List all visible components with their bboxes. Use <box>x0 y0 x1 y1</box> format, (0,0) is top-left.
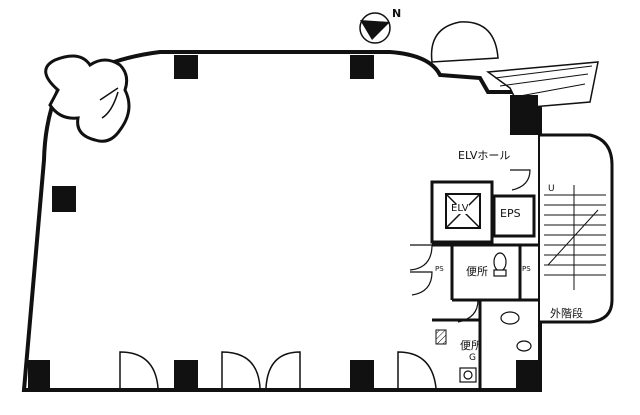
column <box>52 186 76 212</box>
compass-north-label: N <box>392 7 402 20</box>
bottom-doors <box>119 351 437 390</box>
column <box>350 55 374 79</box>
room-label-pipe-space-left: PS <box>435 265 444 273</box>
room-label-external-stair: 外階段 <box>550 307 583 320</box>
room-label-toilet-accessible: 便所 <box>460 339 482 352</box>
room-label-pipe-space-right: PS <box>522 265 531 273</box>
column <box>516 360 540 388</box>
top-skylight <box>430 21 499 63</box>
north-arrow-icon <box>359 12 391 44</box>
room-label-elevator: ELV <box>451 203 469 214</box>
stair-direction-label: U <box>548 184 555 194</box>
vent-grille <box>435 329 447 345</box>
left-balcony <box>44 54 131 143</box>
room-label-toilet-accessible-sub: G <box>469 353 476 363</box>
external-stair-wall <box>540 133 614 324</box>
column <box>174 55 198 79</box>
room-label-toilet-main: 便所 <box>466 265 488 278</box>
room-label-eps: EPS <box>500 207 521 220</box>
column <box>174 360 198 388</box>
stair-treads <box>544 185 606 290</box>
column <box>510 95 538 135</box>
toilet-fixtures <box>459 252 532 383</box>
column <box>28 360 50 388</box>
column <box>350 360 374 388</box>
room-label-elevator-hall: ELVホール <box>458 149 511 162</box>
